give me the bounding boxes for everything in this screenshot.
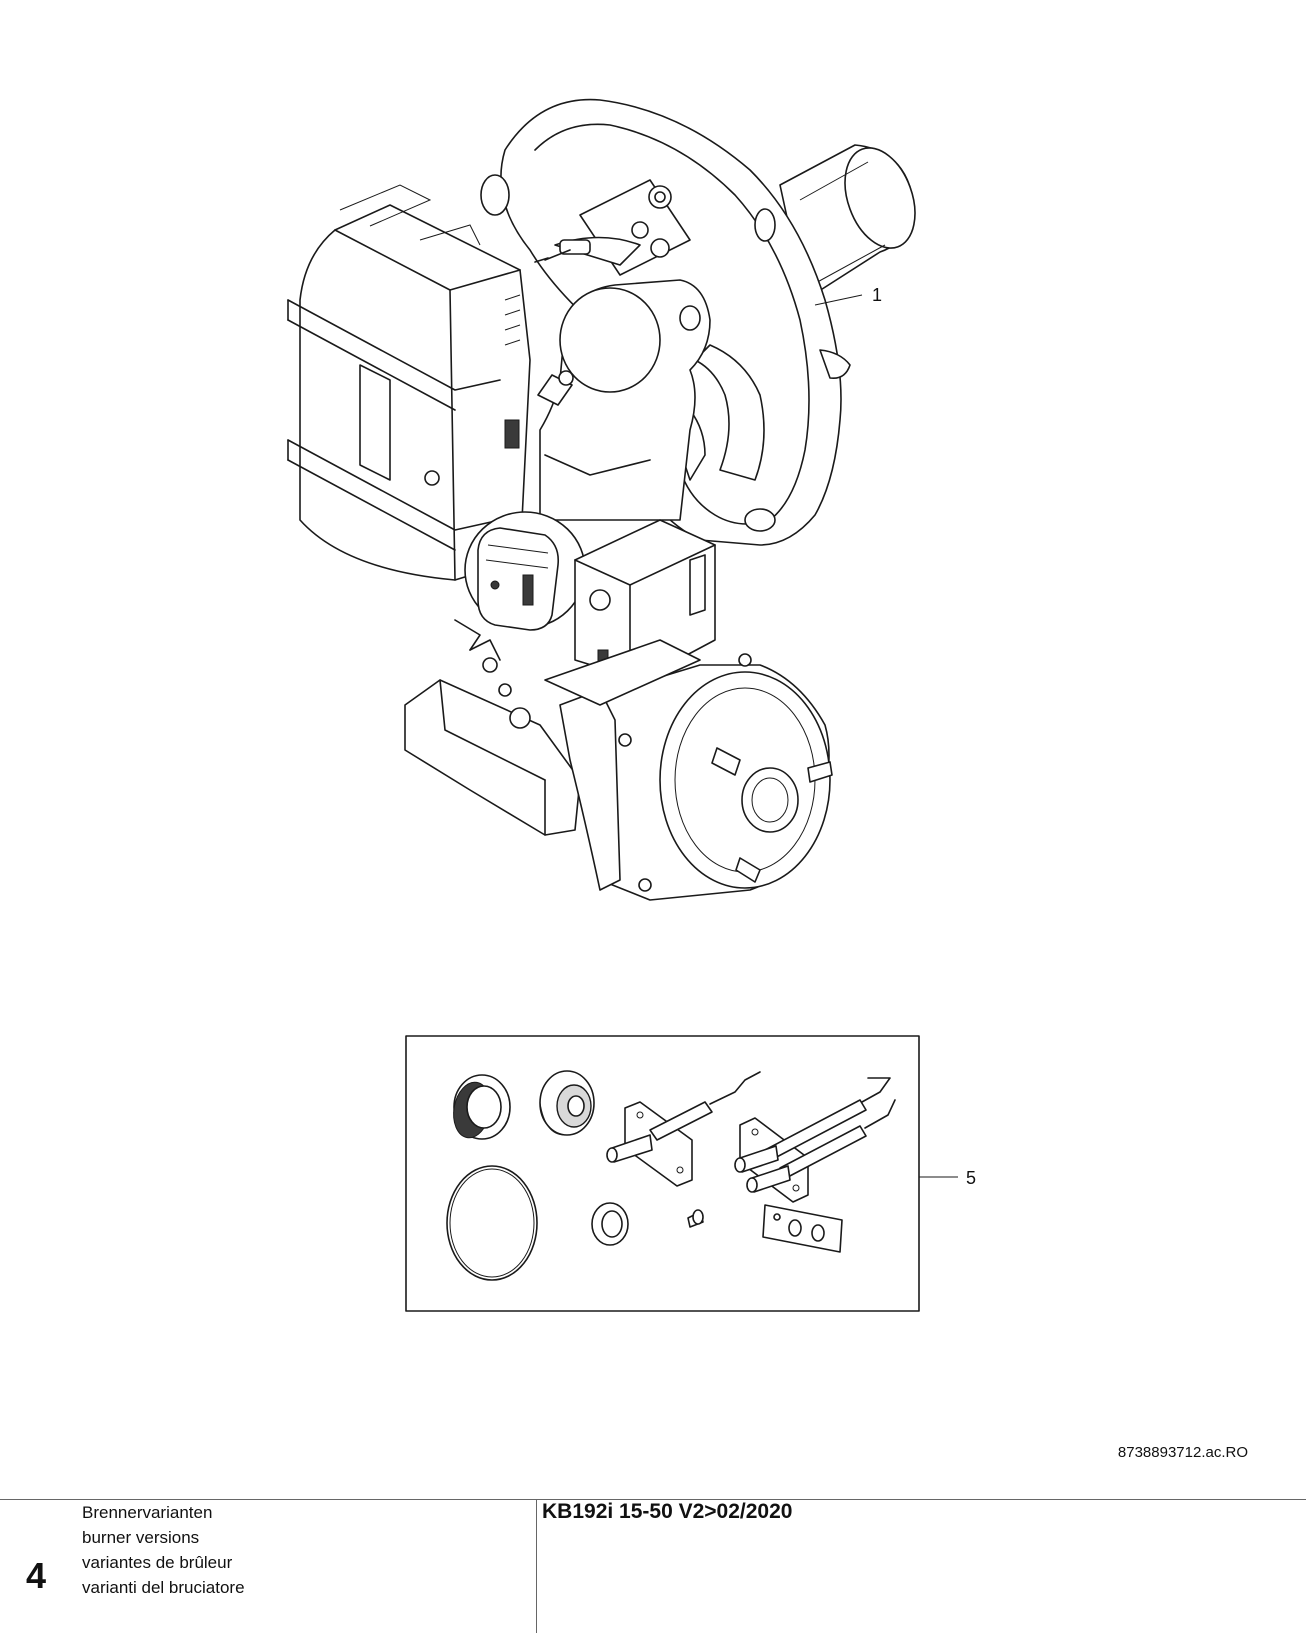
caption-de: Brennervarianten — [82, 1503, 213, 1522]
caption-block: Brennervarianten burner versions variant… — [82, 1500, 245, 1600]
caption-en: burner versions — [82, 1528, 200, 1547]
air-pressure-switch — [464, 511, 586, 631]
document-id: 8738893712.ac.RO — [1117, 1444, 1248, 1461]
electrode-holder — [534, 179, 691, 276]
central-housing — [537, 279, 711, 521]
ignition-electrode-double — [734, 1077, 896, 1203]
footer-rule — [0, 1499, 1306, 1500]
burner-assembly: 1 — [287, 98, 916, 901]
oil-pump — [404, 619, 581, 836]
model-title: KB192i 15-50 V2>02/2020 — [542, 1500, 793, 1523]
combustion-tube — [779, 144, 916, 301]
electrode-plate — [762, 1204, 843, 1253]
seal-ring — [453, 1074, 511, 1140]
screw — [687, 1209, 704, 1228]
caption-fr: variantes de brûleur — [82, 1553, 233, 1572]
ignition-electrode-single — [606, 1071, 761, 1187]
blower-motor — [544, 639, 833, 901]
spare-parts-kit: 5 — [405, 1035, 976, 1312]
callout-1-leader — [814, 294, 863, 306]
bushing — [539, 1070, 595, 1136]
callout-1: 1 — [872, 285, 882, 305]
page-number: 4 — [26, 1555, 47, 1596]
washer — [591, 1202, 629, 1246]
kit-frame — [405, 1035, 920, 1312]
o-ring — [446, 1165, 538, 1281]
control-unit — [287, 184, 531, 581]
footer-divider — [536, 1499, 537, 1633]
callout-5: 5 — [966, 1168, 976, 1188]
exploded-view-drawing: 1 — [287, 98, 976, 1312]
caption-it: varianti del bruciatore — [82, 1578, 245, 1597]
